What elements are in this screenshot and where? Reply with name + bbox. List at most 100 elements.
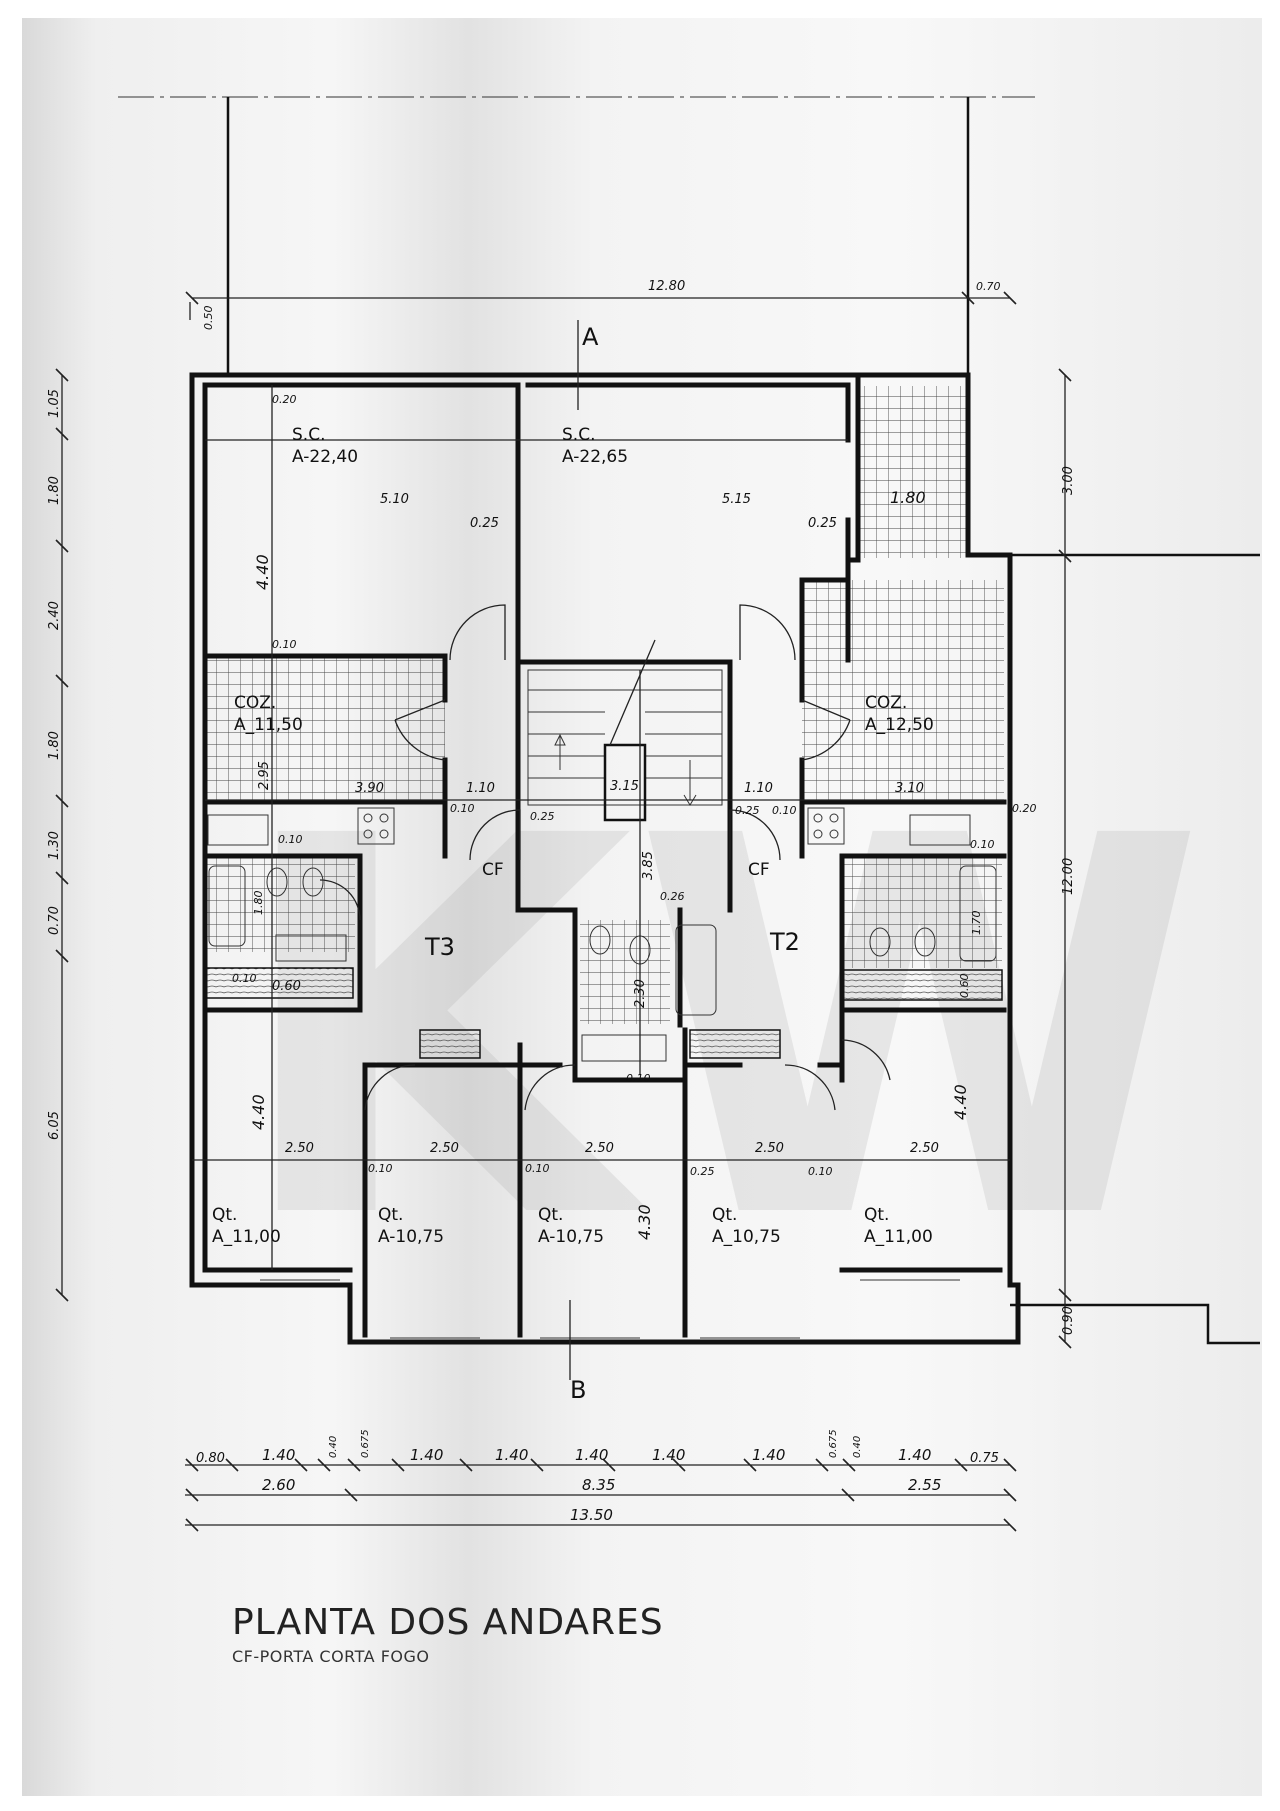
dim-balcony-width: 1.80 [890, 488, 926, 507]
dim-q1-width: 2.50 [285, 1141, 314, 1156]
room-coz-right-area: A_12,50 [865, 715, 934, 735]
left-vertical-dimensions: 1.05 1.80 2.40 1.80 1.30 0.70 6.05 [47, 389, 62, 1140]
dim-top-width: 12.80 [648, 279, 685, 294]
door-swings [319, 604, 891, 1111]
dim-q-right-height: 4.40 [951, 1084, 970, 1120]
unit-label-left: T3 [424, 933, 455, 961]
dim-wall: 0.10 [808, 1165, 833, 1178]
dim-wall: 0.10 [368, 1162, 393, 1175]
svg-text:1.30: 1.30 [47, 831, 62, 860]
dim-stair-width: 3.15 [610, 779, 639, 794]
svg-text:1.80: 1.80 [47, 476, 62, 505]
bath-right-tiles [842, 856, 1002, 968]
dim-stair-height: 3.85 [641, 851, 656, 880]
room-labels: S.C. A-22,40 S.C. A-22,65 COZ. A_11,50 C… [212, 425, 934, 1247]
dim-wall: 0.10 [970, 838, 995, 851]
dim-wall: 0.10 [626, 1072, 651, 1085]
dim-right-bottom: 0.90 [1061, 1306, 1076, 1335]
fire-door-right: CF [748, 860, 770, 880]
room-coz-right-name: COZ. [865, 693, 907, 713]
dim-q3-width: 2.50 [585, 1141, 614, 1156]
dim-sc-right-width: 5.15 [722, 492, 751, 507]
kitchen-right-tiles [802, 580, 1004, 802]
room-coz-left-name: COZ. [234, 693, 276, 713]
dim-wall: 0.10 [450, 802, 475, 815]
dim-right-top: 3.00 [1061, 466, 1076, 495]
dim-q2-width: 2.50 [430, 1141, 459, 1156]
dim-sc-left-width: 5.10 [380, 492, 409, 507]
room-q5-name: Qt. [864, 1205, 889, 1225]
dim-wall: 0.10 [278, 833, 303, 846]
dim-wall: 0.25 [470, 516, 499, 531]
dim-q-left-height: 4.40 [249, 1094, 268, 1130]
dim-bath-left-height: 1.80 [252, 891, 265, 916]
room-q1-name: Qt. [212, 1205, 237, 1225]
dim-wall: 0.10 [272, 638, 297, 651]
dim-wall: 0.10 [772, 804, 797, 817]
exterior-walls [189, 372, 1260, 1345]
bottom-dimensions-row1: 0.80 1.40 0.40 0.675 1.40 1.40 1.40 1.40… [196, 1429, 999, 1466]
room-q3-name: Qt. [538, 1205, 563, 1225]
dim-bath-right-height: 1.70 [970, 911, 983, 936]
dim-right-main: 12.00 [1061, 858, 1076, 895]
dim-top-right: 0.70 [976, 280, 1001, 293]
dim-coz-left-height: 2.95 [257, 761, 272, 790]
section-label-b: B [570, 1376, 586, 1404]
svg-text:0.675: 0.675 [828, 1429, 839, 1458]
room-sc-right-name: S.C. [562, 425, 595, 445]
dim-wall: 0.25 [808, 516, 837, 531]
dim-coz-right-width: 3.10 [895, 781, 924, 796]
dim-wall: 0.26 [660, 890, 685, 903]
bottom-dimensions-row2: 2.60 8.35 2.55 [262, 1476, 941, 1494]
dim-q4-width: 2.50 [755, 1141, 784, 1156]
room-sc-left-area: A-22,40 [292, 447, 358, 467]
dim-wall: 0.10 [232, 972, 257, 985]
svg-text:1.40: 1.40 [898, 1446, 931, 1464]
dim-top-left: 0.50 [202, 306, 215, 331]
plan-note: CF-PORTA CORTA FOGO [232, 1647, 430, 1666]
bath-left-tiles [205, 856, 355, 952]
svg-text:8.35: 8.35 [582, 1476, 615, 1494]
kitchen-fixtures [207, 807, 971, 846]
room-q2-area: A-10,75 [378, 1227, 444, 1247]
dim-closet: 0.60 [272, 979, 301, 994]
svg-text:1.05: 1.05 [47, 389, 62, 418]
dim-closet-right: 0.60 [958, 974, 971, 999]
dim-wall: 0.20 [272, 393, 297, 406]
room-q5-area: A_11,00 [864, 1227, 933, 1247]
balcony-tiles [858, 386, 966, 558]
dim-wall: 0.25 [735, 804, 760, 817]
svg-text:1.40: 1.40 [752, 1446, 785, 1464]
wardrobe [689, 1029, 781, 1059]
svg-text:6.05: 6.05 [47, 1111, 62, 1140]
kitchen-left-tiles [205, 656, 445, 802]
room-q2-name: Qt. [378, 1205, 403, 1225]
dim-wall: 0.10 [525, 1162, 550, 1175]
plan-title: PLANTA DOS ANDARES [232, 1602, 664, 1643]
svg-text:1.40: 1.40 [652, 1446, 685, 1464]
dim-coz-left-width: 3.90 [355, 781, 384, 796]
svg-text:0.40: 0.40 [852, 1436, 863, 1458]
dim-q5-width: 2.50 [910, 1141, 939, 1156]
svg-text:1.40: 1.40 [495, 1446, 528, 1464]
svg-text:0.40: 0.40 [328, 1436, 339, 1458]
fire-door-left: CF [482, 860, 504, 880]
svg-text:0.675: 0.675 [360, 1429, 371, 1458]
room-q1-area: A_11,00 [212, 1227, 281, 1247]
windows [260, 1279, 960, 1339]
dim-hall-left: 1.10 [466, 781, 495, 796]
dim-bath-center-height: 2.30 [633, 979, 648, 1008]
svg-text:2.40: 2.40 [47, 601, 62, 630]
dim-sc-left-height: 4.40 [253, 554, 272, 590]
dimension-lines [61, 297, 1066, 1526]
dim-wall: 0.25 [530, 810, 555, 823]
svg-text:2.55: 2.55 [908, 1476, 941, 1494]
room-sc-left-name: S.C. [292, 425, 325, 445]
room-q3-area: A-10,75 [538, 1227, 604, 1247]
svg-text:1.40: 1.40 [262, 1446, 295, 1464]
wardrobe [841, 969, 1003, 1001]
room-q4-area: A_10,75 [712, 1227, 781, 1247]
svg-text:0.80: 0.80 [196, 1451, 225, 1466]
room-coz-left-area: A_11,50 [234, 715, 303, 735]
